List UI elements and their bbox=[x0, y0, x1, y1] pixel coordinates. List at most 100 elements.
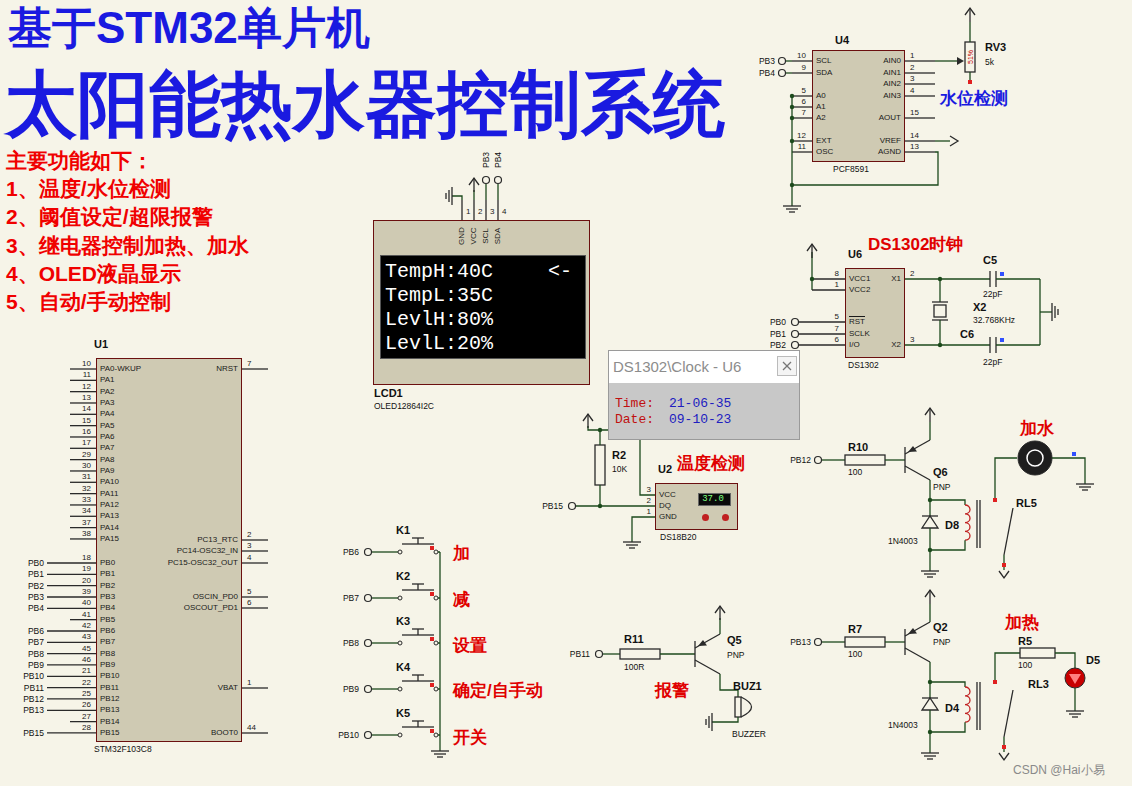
net-label: PB6 bbox=[343, 548, 359, 557]
pin-line bbox=[70, 527, 96, 528]
part-type: PCF8591 bbox=[833, 165, 869, 174]
part-label: X2 bbox=[973, 302, 986, 313]
wire bbox=[1003, 737, 1004, 752]
state-indicator bbox=[1000, 272, 1004, 276]
pin-line bbox=[47, 574, 96, 575]
transistor-symbol bbox=[694, 641, 695, 667]
relay-symbol bbox=[979, 500, 980, 548]
ground-symbol bbox=[1057, 309, 1058, 315]
pin-name: PB11 bbox=[100, 684, 119, 692]
pin-number: 1 bbox=[647, 508, 651, 516]
pin-name: PB6 bbox=[100, 627, 115, 635]
pin-number: 28 bbox=[82, 724, 91, 732]
pin-name: GND bbox=[659, 513, 677, 521]
pin-name: SCL bbox=[816, 57, 832, 65]
pin-line bbox=[792, 72, 812, 73]
pin-number: 9 bbox=[802, 64, 806, 72]
part-label: BUZ1 bbox=[733, 681, 762, 692]
value-label: 100 bbox=[848, 468, 862, 477]
pin-line bbox=[47, 687, 96, 688]
crystal-symbol bbox=[934, 305, 946, 317]
value-label: PNP bbox=[933, 638, 950, 647]
switch-contact bbox=[398, 550, 402, 554]
wire bbox=[791, 200, 792, 206]
pin-name: X1 bbox=[891, 275, 901, 283]
net-label: PB12 bbox=[23, 695, 44, 704]
pin-line bbox=[70, 368, 96, 369]
junction-dot bbox=[928, 680, 932, 684]
switch-label: K1 bbox=[396, 525, 410, 536]
transistor-arrow bbox=[908, 446, 917, 452]
pin-line bbox=[70, 380, 96, 381]
terminal bbox=[815, 457, 822, 464]
switch-contact bbox=[434, 550, 438, 554]
wire bbox=[939, 320, 940, 345]
part-label: C5 bbox=[983, 255, 997, 266]
net-label: PB2 bbox=[770, 341, 786, 350]
pin-line bbox=[792, 140, 812, 141]
switch-contact bbox=[434, 733, 438, 737]
power-arrow bbox=[719, 606, 720, 620]
pin-number: 7 bbox=[835, 325, 839, 333]
ground-symbol bbox=[924, 573, 936, 574]
power-arrow bbox=[583, 414, 593, 421]
pin-number: 12 bbox=[82, 383, 91, 391]
pin-number: 41 bbox=[82, 611, 91, 619]
wiper-percent: 51% bbox=[967, 50, 974, 64]
wire bbox=[372, 642, 398, 643]
pin-line bbox=[47, 630, 96, 631]
pin-number: 31 bbox=[82, 473, 91, 481]
wire bbox=[822, 641, 845, 642]
relay-symbol bbox=[976, 500, 977, 548]
power-arrow bbox=[950, 136, 958, 146]
part-label: Q2 bbox=[933, 622, 948, 633]
pin-line bbox=[461, 200, 462, 220]
subtitle: 基于STM32单片机 bbox=[8, 6, 370, 50]
feature-item: 主要功能如下： bbox=[6, 150, 153, 171]
pin-line bbox=[70, 493, 96, 494]
pin-number: 3 bbox=[490, 208, 494, 216]
pin-line bbox=[799, 321, 845, 322]
pin-name: I/O bbox=[849, 341, 860, 349]
function-label: 确定/自手动 bbox=[453, 682, 543, 699]
pin-line bbox=[47, 653, 96, 654]
potentiometer-symbol bbox=[965, 42, 975, 72]
pin-line bbox=[47, 585, 96, 586]
pin-number: 13 bbox=[910, 143, 919, 151]
part-designator: U1 bbox=[94, 339, 108, 350]
switch-symbol bbox=[417, 538, 418, 544]
part-type: STM32F103C8 bbox=[94, 745, 152, 754]
wire bbox=[929, 747, 930, 753]
wire bbox=[885, 459, 905, 460]
ground-symbol bbox=[783, 205, 801, 206]
adc-chip: U4PCF8591 bbox=[812, 50, 905, 162]
net-label: PB10 bbox=[338, 731, 359, 740]
pin-number: 5 bbox=[802, 87, 806, 95]
diagram-title: 太阳能热水器控制系统 bbox=[5, 68, 725, 140]
pin-name: PB9 bbox=[100, 661, 115, 669]
wire bbox=[1003, 555, 1004, 570]
watermark: CSDN @Hai小易 bbox=[1013, 764, 1105, 776]
part-label: R7 bbox=[848, 624, 862, 635]
relay-coil bbox=[965, 505, 970, 540]
part-type: DS1302 bbox=[848, 361, 879, 370]
pin-line bbox=[70, 504, 96, 505]
value-label: 10K bbox=[612, 465, 627, 474]
relay-switch bbox=[1004, 690, 1013, 737]
part-label: RV3 bbox=[985, 42, 1006, 53]
ground-symbol bbox=[434, 753, 446, 754]
net-label: PB8 bbox=[343, 639, 359, 648]
part-designator: U4 bbox=[835, 35, 849, 46]
pin-name: A1 bbox=[816, 103, 826, 111]
pin-line bbox=[70, 414, 96, 415]
ground-symbol bbox=[437, 756, 443, 757]
switch-symbol bbox=[417, 629, 418, 635]
pin-name: X2 bbox=[891, 341, 901, 349]
pin-name: PB10 bbox=[100, 672, 120, 680]
pin-name: GND bbox=[458, 227, 466, 245]
wire bbox=[632, 517, 655, 536]
part-type: DS18B20 bbox=[660, 533, 696, 542]
net-label: PB1 bbox=[28, 570, 44, 579]
pin-number: 45 bbox=[82, 645, 91, 653]
switch-symbol bbox=[412, 720, 424, 721]
